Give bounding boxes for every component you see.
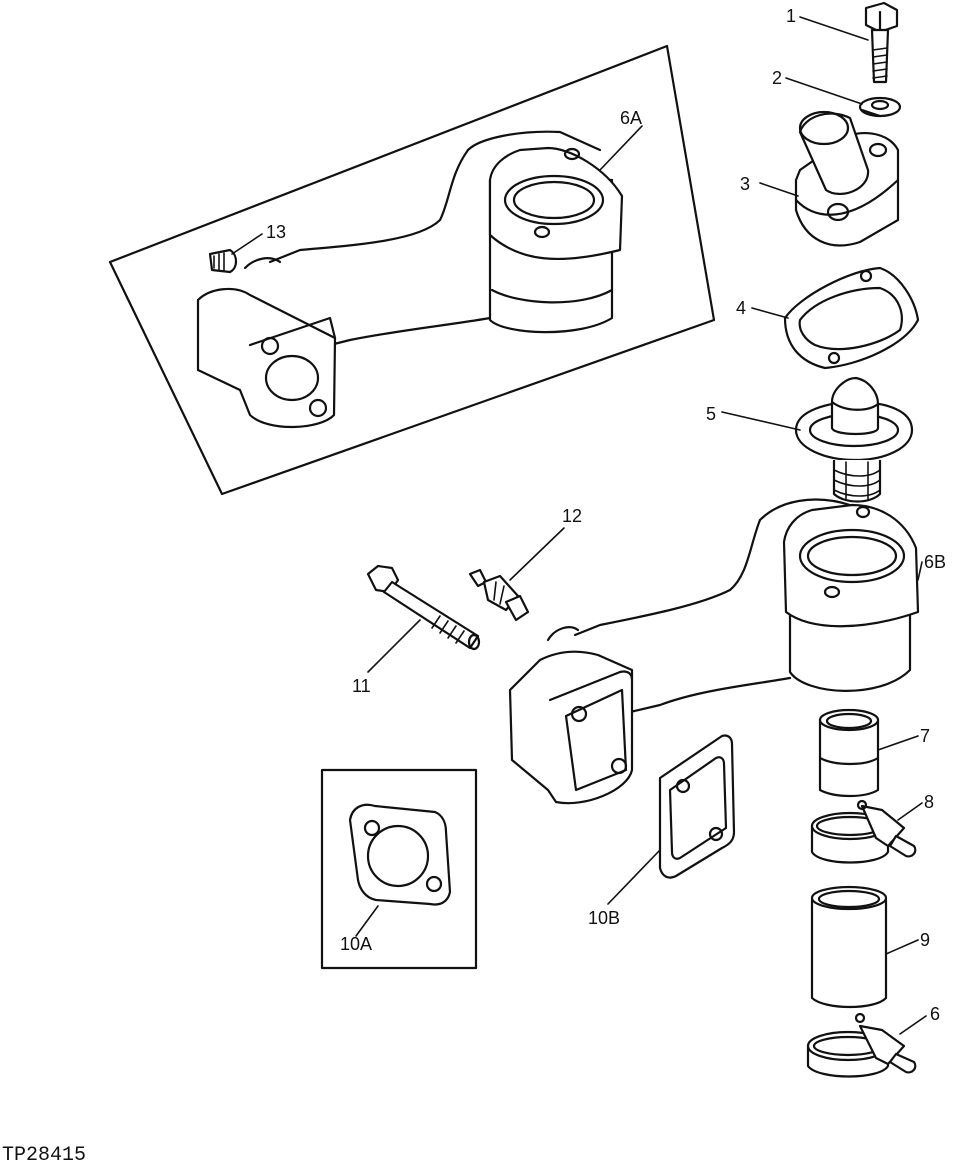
callout-10a: 10A	[340, 934, 372, 954]
callout-10b: 10B	[588, 908, 620, 928]
gasket-10b	[658, 734, 736, 879]
cap-screw-11	[366, 564, 481, 651]
gasket-10a	[348, 803, 452, 906]
water-manifold-6b	[508, 498, 920, 805]
water-manifold-6a	[196, 130, 624, 429]
callout-6a: 6A	[620, 108, 642, 128]
callout-8: 8	[924, 792, 934, 812]
hose-clamp-8	[810, 799, 917, 864]
lock-washer	[858, 96, 902, 118]
thermostat	[794, 376, 914, 503]
thermostat-cover	[794, 110, 900, 247]
callout-12: 12	[562, 506, 582, 526]
inset-manifold-6a	[108, 44, 716, 496]
inset-gasket-10a	[320, 768, 478, 970]
callout-6: 6	[930, 1004, 940, 1024]
callout-13: 13	[266, 222, 286, 242]
callout-2: 2	[772, 68, 782, 88]
callout-3: 3	[740, 174, 750, 194]
callout-7: 7	[920, 726, 930, 746]
pipe-plug	[208, 248, 238, 274]
inset-frame-6a	[108, 44, 716, 496]
callout-11: 11	[352, 676, 371, 696]
cap-screw	[864, 1, 899, 84]
callout-5: 5	[706, 404, 716, 424]
temperature-sender	[468, 568, 530, 622]
hose-9	[810, 885, 888, 1009]
callout-4: 4	[736, 298, 746, 318]
cover-gasket	[783, 266, 920, 370]
leader-lines	[231, 16, 927, 1035]
hose-clamp-6	[806, 1012, 917, 1078]
callout-9: 9	[920, 930, 930, 950]
figure-code: TP28415	[2, 1144, 86, 1164]
inset-frame-10a	[320, 768, 478, 970]
hose-7	[818, 708, 880, 798]
callout-6b: 6B	[924, 552, 946, 572]
callout-1: 1	[786, 6, 796, 26]
callout-labels: 1 2 3 4 5 6A 6B 7 8 9 6 10A 10B 11 12 13	[266, 6, 946, 1024]
